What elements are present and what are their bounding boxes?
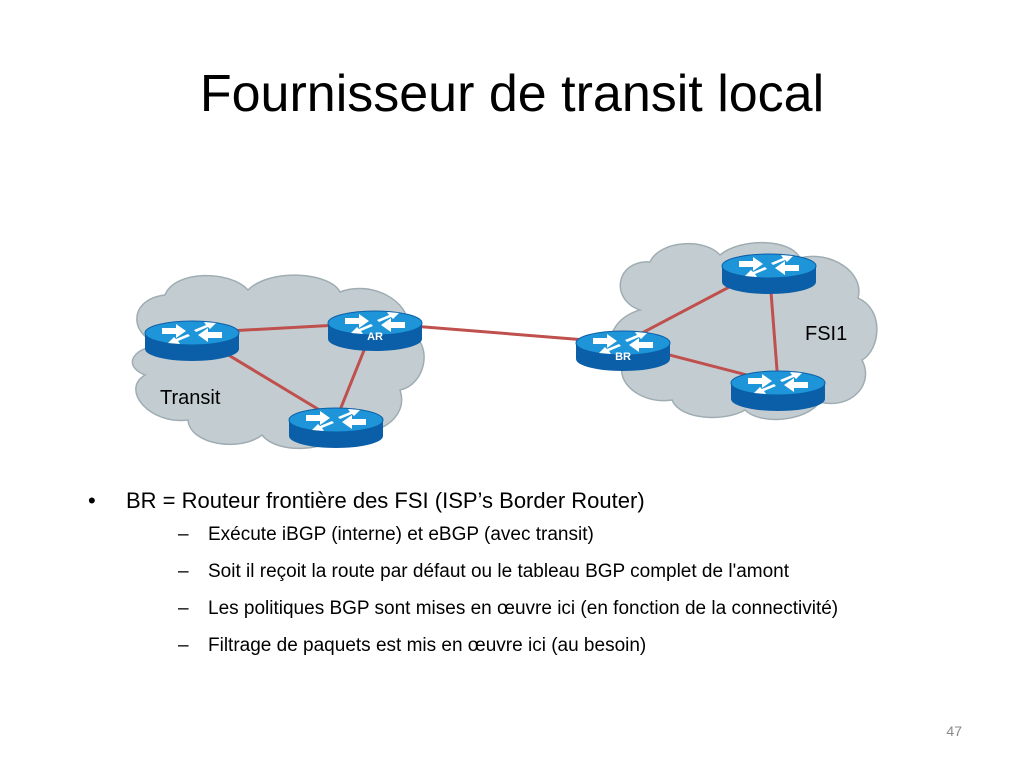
router-arrows-icon <box>345 312 405 334</box>
router-br: BR <box>575 330 671 371</box>
bullet-list: BR = Routeur frontière des FSI (ISP’s Bo… <box>88 486 988 670</box>
arrow-shape <box>312 421 334 431</box>
sub-bullet-item: Exécute iBGP (interne) et eBGP (avec tra… <box>126 522 988 548</box>
arrow-shape <box>162 324 186 338</box>
arrow-shape <box>754 384 776 394</box>
router-top <box>575 330 671 356</box>
page-number: 47 <box>946 723 962 739</box>
sub-bullet-item: Les politiques BGP sont mises en œuvre i… <box>126 596 988 622</box>
arrow-shape <box>771 255 793 265</box>
arrow-shape <box>780 372 802 382</box>
arrow-shape <box>381 318 405 332</box>
arrow-shape <box>351 324 373 334</box>
arrow-shape <box>748 374 772 388</box>
router-top <box>288 407 384 433</box>
arrow-shape <box>784 378 808 392</box>
router-f-bottom <box>730 370 826 411</box>
router-t-left <box>144 320 240 361</box>
bullet-text: BR = Routeur frontière des FSI (ISP’s Bo… <box>126 488 645 513</box>
sub-bullet-list: Exécute iBGP (interne) et eBGP (avec tra… <box>126 522 988 659</box>
router-arrows-icon <box>739 255 799 277</box>
router-top <box>721 253 817 279</box>
arrow-shape <box>629 338 653 352</box>
router-arrows-icon <box>162 322 222 344</box>
cloud-label-transit: Transit <box>160 387 221 409</box>
router-arrows-icon <box>306 409 366 431</box>
arrow-shape <box>377 312 399 322</box>
router-ar: AR <box>327 310 423 351</box>
router-t-bottom <box>288 407 384 448</box>
slide-title: Fournisseur de transit local <box>199 65 825 123</box>
router-top <box>144 320 240 346</box>
router-top <box>730 370 826 396</box>
sub-bullet-item: Soit il reçoit la route par défaut ou le… <box>126 559 988 585</box>
arrow-shape <box>194 322 216 332</box>
router-label: BR <box>615 351 631 363</box>
arrow-shape <box>625 332 647 342</box>
arrow-shape <box>593 334 617 348</box>
arrow-shape <box>745 267 767 277</box>
arrow-shape <box>168 334 190 344</box>
cloud-label-fsi1: FSI1 <box>805 323 848 345</box>
routers-layer: AR BR <box>144 253 826 448</box>
arrow-shape <box>599 344 621 354</box>
arrow-shape <box>198 328 222 342</box>
arrow-shape <box>739 257 763 271</box>
arrow-shape <box>342 415 366 429</box>
router-arrows-icon <box>748 372 808 394</box>
arrow-shape <box>345 314 369 328</box>
bullet-item: BR = Routeur frontière des FSI (ISP’s Bo… <box>88 486 988 659</box>
arrow-shape <box>338 409 360 419</box>
router-top <box>327 310 423 336</box>
arrow-shape <box>306 411 330 425</box>
router-f-top <box>721 253 817 294</box>
sub-bullet-item: Filtrage de paquets est mis en œuvre ici… <box>126 633 988 659</box>
router-arrows-icon <box>593 332 653 354</box>
arrow-shape <box>775 261 799 275</box>
router-label: AR <box>367 331 383 343</box>
